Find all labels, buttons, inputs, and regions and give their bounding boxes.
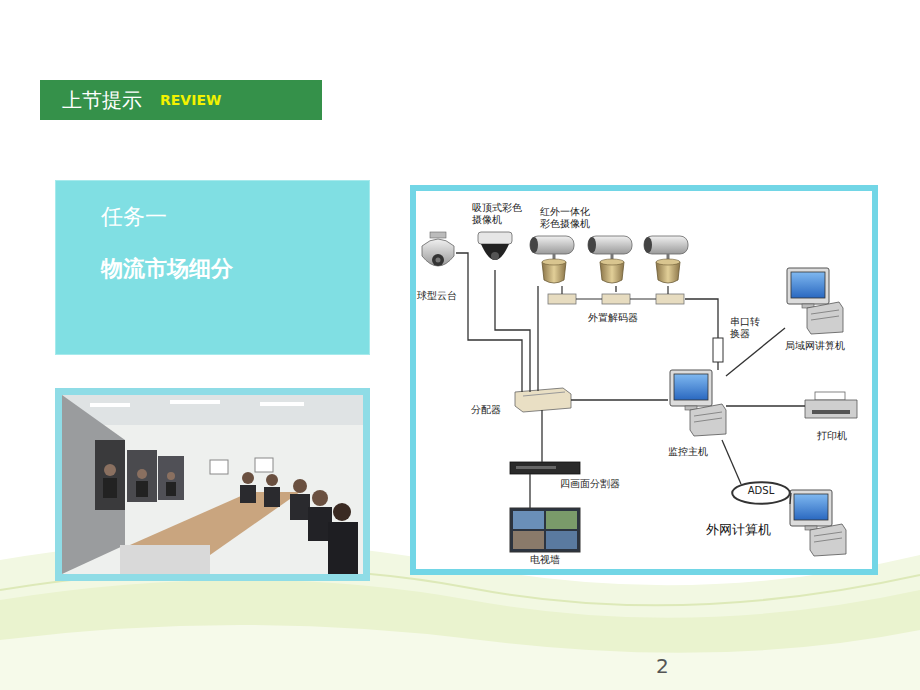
adsl-ellipse: ADSL xyxy=(731,481,791,505)
wire-connector xyxy=(571,399,668,400)
box-text: 上节提示 xyxy=(62,88,142,112)
wire-connector xyxy=(722,440,741,484)
tv-wall: 电视墙 xyxy=(510,508,580,552)
lan-computer: 局域网讲算机 xyxy=(785,268,843,334)
wire-connector xyxy=(615,286,616,292)
device-label: 四画面分割器 xyxy=(560,478,640,490)
box-text: REVIEW xyxy=(160,92,221,108)
quad-splitter: 四画面分割器 xyxy=(510,462,580,474)
wire-connector xyxy=(456,253,522,392)
device-label: 外网计算机 xyxy=(706,522,788,538)
device-label: 监控主机 xyxy=(668,446,728,458)
wire-connector xyxy=(541,410,542,462)
serial-converter: 串口转换器 xyxy=(713,338,723,362)
printer: 打印机 xyxy=(805,392,857,420)
wire-connector xyxy=(537,286,538,391)
video-distributor: 分配器 xyxy=(515,390,571,410)
device-label: 红外一体化彩色摄像机 xyxy=(540,206,594,230)
box-text: 任务一 xyxy=(101,203,349,231)
monitor-host: 监控主机 xyxy=(668,368,726,440)
wire-connector xyxy=(495,270,530,392)
external-computer: 外网计算机 xyxy=(790,490,844,556)
infrared-cameras: 红外一体化彩色摄像机 xyxy=(528,232,690,286)
decoder-group: 外置解码器 xyxy=(548,292,685,306)
ceiling-camera: 吸顶式彩色摄像机 xyxy=(478,230,512,270)
device-label: 分配器 xyxy=(471,404,511,416)
wire-connector xyxy=(717,362,718,370)
box-text: 物流市场细分 xyxy=(101,255,349,283)
device-label: 电视墙 xyxy=(530,554,570,566)
wire-connector xyxy=(685,299,718,338)
wire-connector xyxy=(529,474,530,508)
device-label: 局域网讲算机 xyxy=(785,340,859,352)
task-box: 任务一物流市场细分 xyxy=(55,180,370,355)
wire-connector xyxy=(726,405,805,406)
box-text: ADSL xyxy=(731,481,791,501)
section-header-bar: 上节提示 REVIEW xyxy=(40,80,322,120)
dome-camera: 球型云台 xyxy=(420,232,456,274)
device-label: 串口转换器 xyxy=(730,316,764,340)
page-number: 2 xyxy=(656,654,669,678)
device-label: 球型云台 xyxy=(417,290,465,302)
device-label: 外置解码器 xyxy=(588,312,658,324)
device-label: 打印机 xyxy=(817,430,857,442)
device-label: 吸顶式彩色摄像机 xyxy=(472,202,524,226)
